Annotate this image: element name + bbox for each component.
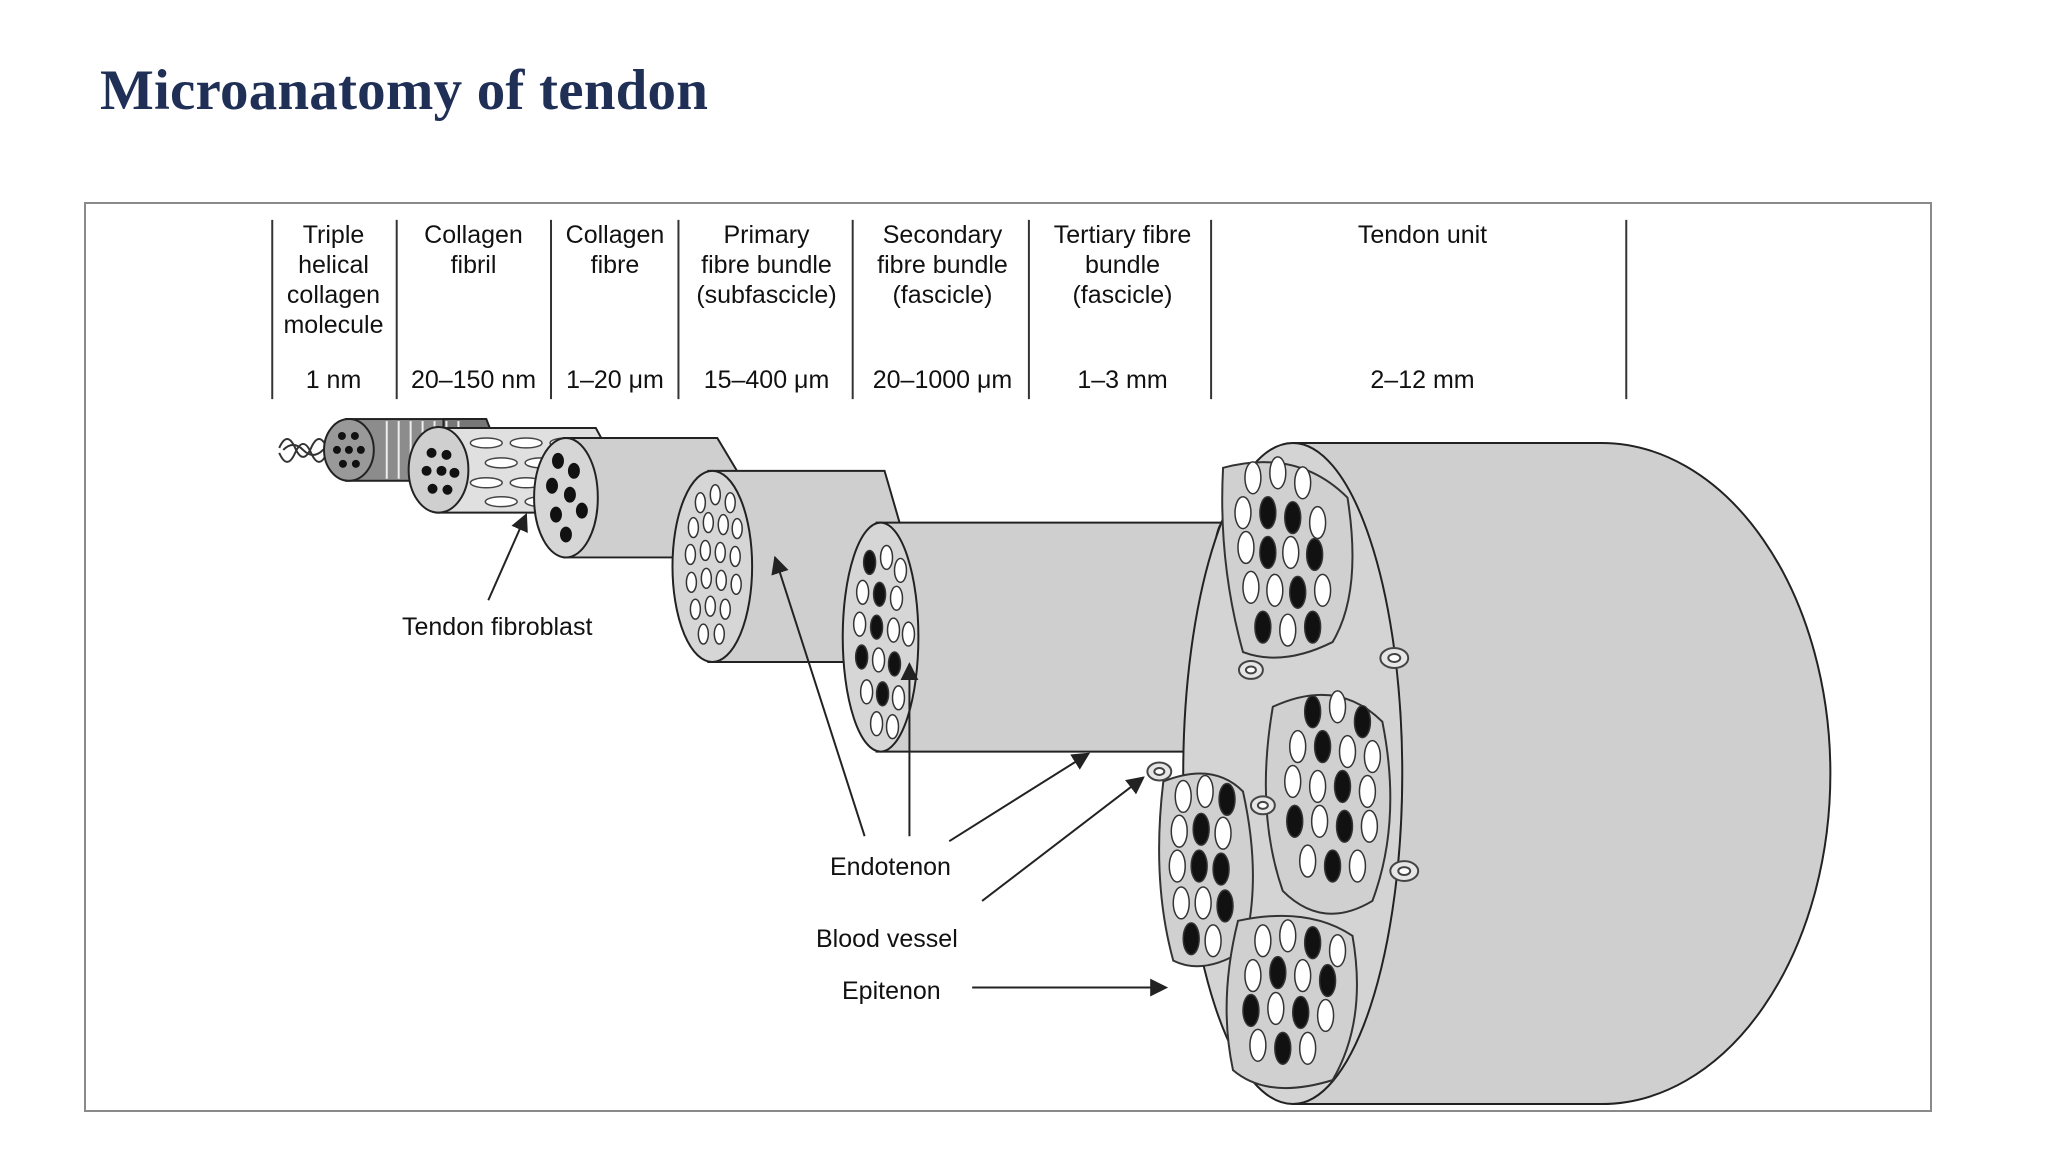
- level-fibre-label: Collagen fibre: [565, 221, 665, 279]
- callout-tendon-fibroblast: Tendon fibroblast: [402, 613, 593, 641]
- tendon-diagram: Triple helical collagen molecule Collage…: [84, 202, 1932, 1112]
- size-tendon-unit: 2–12 mm: [1370, 366, 1475, 394]
- size-primary-bundle: 15–400 μm: [703, 366, 830, 394]
- size-molecule: 1 nm: [305, 366, 362, 394]
- column-dividers: [271, 219, 1628, 400]
- tendon-drawing: [271, 219, 1832, 1106]
- callout-blood-vessel: Blood vessel: [816, 925, 958, 953]
- level-fibril-label: Collagen fibril: [424, 221, 523, 279]
- size-secondary-bundle: 20–1000 μm: [872, 366, 1013, 394]
- callout-arrows: [487, 512, 1169, 997]
- level-primary-bundle-label: Primary fibre bundle (subfascicle): [696, 221, 837, 309]
- tertiary-bundle-cylinder: [841, 521, 1238, 753]
- level-molecule-label: Triple helical collagen molecule: [283, 221, 384, 339]
- page-title: Microanatomy of tendon: [100, 59, 709, 122]
- level-secondary-bundle-label: Secondary fibre bundle (fascicle): [877, 221, 1008, 309]
- level-tertiary-bundle-label: Tertiary fibre bundle (fascicle): [1053, 221, 1192, 309]
- size-tertiary-bundle: 1–3 mm: [1077, 366, 1168, 394]
- size-fibre: 1–20 μm: [566, 366, 664, 394]
- level-tendon-unit-label: Tendon unit: [1357, 221, 1488, 249]
- callout-endotenon: Endotenon: [830, 853, 951, 881]
- callout-epitenon: Epitenon: [842, 977, 941, 1005]
- tendon-unit-cylinder: [1146, 441, 1832, 1106]
- size-fibril: 20–150 nm: [410, 366, 537, 394]
